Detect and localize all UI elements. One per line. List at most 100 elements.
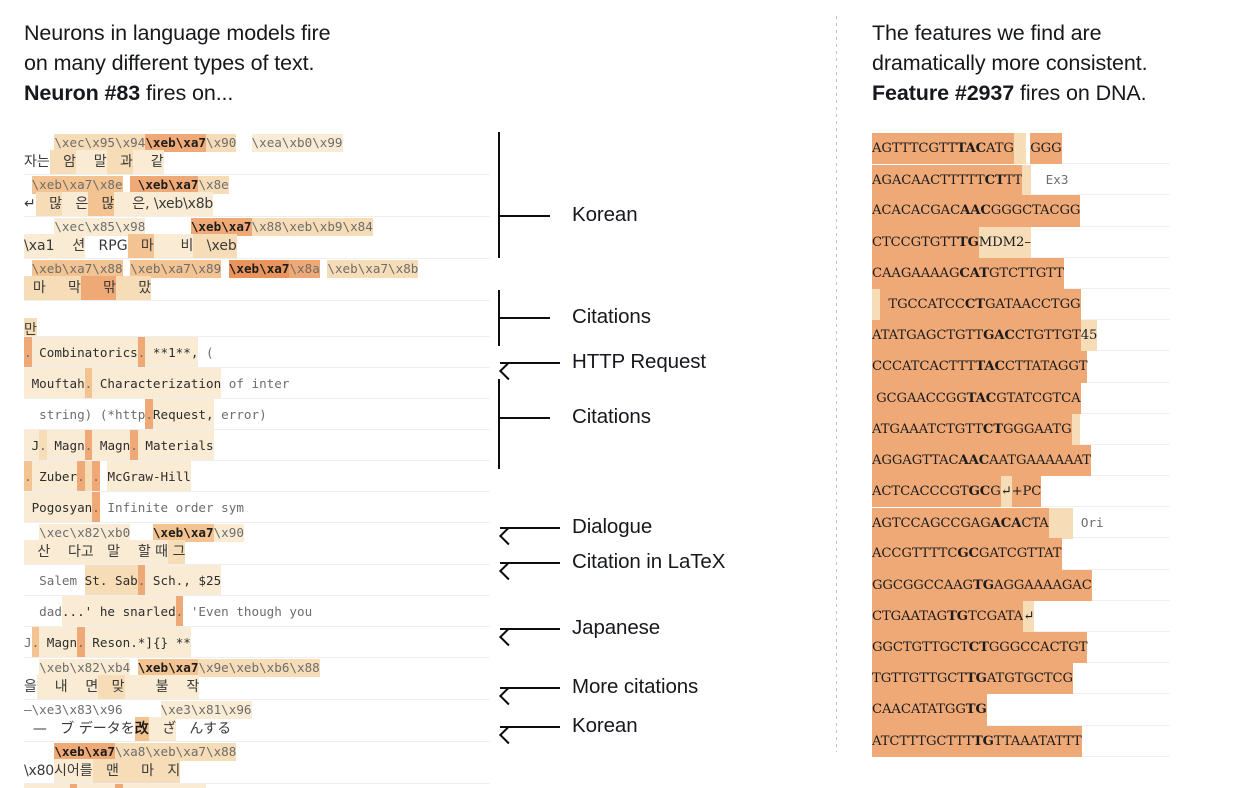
token-span: TGCCATCC (880, 288, 965, 321)
dna-sequence-row: AGTTTCGTTTACATG GGG (872, 133, 1170, 165)
token-span: \xeb\xa7\x8e (31, 176, 123, 194)
token-span: . (115, 784, 123, 788)
token-span: \xeb\xa7\x89 (130, 260, 222, 278)
activation-text-row: \xec\x82\xb0 \xeb\xa7\x90 산 다고 말 할 때 그 (24, 523, 490, 565)
token-span: dad (24, 604, 62, 619)
token-span: \xa1 (24, 234, 55, 258)
activation-text-row: \xeb\xa7\x8e \xeb\xa7\x8e↵ 많 은 많 은, \xeb… (24, 175, 490, 217)
token-span: GATCGTTAT (978, 538, 1062, 570)
token-span: TT (1004, 165, 1022, 197)
token-span: ACACACGAC (872, 195, 960, 227)
token-span (84, 461, 93, 491)
token-span: 말 (76, 150, 107, 174)
token-span: . (39, 430, 47, 460)
token-span: string) (*http (24, 407, 146, 422)
token-span: AGGAAAAGAC (993, 569, 1092, 601)
token-span: GC (957, 538, 979, 570)
token-span: TCGATA (967, 600, 1023, 633)
token-span: \x90 (213, 524, 244, 542)
left-header-line3: Neuron #83 fires on... (24, 78, 494, 108)
right-header-line2: dramatically more consistent. (872, 51, 1148, 75)
token-span: ↵ (1023, 600, 1034, 633)
token-span: Meth (77, 784, 116, 788)
token-span: AAC (958, 444, 989, 477)
glyph-line: 만 (24, 318, 37, 336)
token-span: TAC (966, 382, 996, 414)
token-span (221, 260, 229, 278)
token-span: ざ (148, 717, 177, 741)
token-span: ATATGAGCTGTT (872, 320, 983, 352)
token-span: CT (964, 288, 985, 321)
token-span: \xeb\xa7 (152, 524, 214, 542)
annotation-arrow (500, 562, 560, 565)
token-span: 할 때 (120, 540, 169, 564)
token-span: Request, (152, 399, 214, 429)
token-span: \x88\xeb\xb9\x84 (251, 218, 373, 236)
cjk-line: 만 (24, 301, 490, 336)
annotation-arrow (500, 726, 560, 729)
token-span: TG (972, 725, 994, 757)
cjk-line: \xec\x82\xb0 \xeb\xa7\x90 산 다고 말 할 때 그 (24, 523, 490, 564)
token-span: 같 (132, 150, 164, 174)
token-span: error) (213, 407, 267, 422)
token-span (1022, 165, 1031, 197)
annotation-leader-line (498, 317, 550, 320)
token-span: GTCTTGTT (988, 257, 1064, 289)
token-span: Sch., $25 (145, 565, 222, 595)
token-span: AGACAACTTTTT (872, 165, 985, 197)
dna-sequence-row: ACACACGACAACGGGCTACGG (872, 195, 1170, 227)
token-span: 과 (106, 150, 133, 174)
token-span: ...' he snarled (61, 596, 176, 626)
token-span: \xeb\xa7\x8b (327, 260, 419, 278)
token-span: 막 (45, 276, 81, 300)
token-span: 많 (88, 192, 115, 216)
escape-code-line: \xec\x82\xb0 \xeb\xa7\x90 (24, 524, 244, 542)
escape-code-line: \xeb\xa7\x8e \xeb\xa7\x8e (24, 176, 229, 194)
glyph-line: — ブ データを改 ざ んする (24, 717, 231, 741)
right-header-line1: The features we find are (872, 21, 1102, 45)
token-span: \x80 (24, 763, 55, 779)
annotation-label-http-request: HTTP Request (572, 350, 707, 373)
token-span: \xec\x85\x98 (54, 218, 146, 236)
token-span: んする (176, 721, 232, 737)
left-header-line2: on many different types of text. (24, 51, 315, 75)
dna-sequence-row: TGTTGTTGCTTGATGTGCTCG (872, 663, 1170, 695)
annotation-bracket (498, 379, 500, 469)
token-span: GGCTGTTGCT (872, 632, 969, 664)
token-span: GTATCGTCA (996, 382, 1081, 414)
annotation-label-korean: Korean (572, 714, 638, 737)
glyph-line: 산 다고 말 할 때 그 (24, 540, 186, 564)
token-span: Ori (1073, 515, 1104, 531)
token-span: \xea\xb0\x99 (251, 134, 343, 152)
token-span: TG (947, 600, 968, 633)
token-span: Zuber (31, 461, 78, 491)
activation-text-row: Instr. Meth. A **423**, (24, 784, 490, 788)
glyph-line: ↵ 많 은 많 은, \xeb\x8b (24, 192, 213, 216)
token-span: TG (973, 569, 994, 601)
token-span: AGTTTCGTT (872, 133, 957, 165)
neuron-id: Neuron #83 (24, 81, 141, 105)
token-span: \xeb\xa7 (145, 134, 207, 152)
token-span: \xeb\x8b (149, 192, 213, 216)
token-span: AAC (960, 195, 991, 227)
token-span: CCCATCACTTT (872, 351, 975, 383)
token-span: . (137, 565, 146, 595)
glyph-line: \x80시어를 맨 마 지 (24, 759, 181, 783)
token-span (100, 461, 108, 491)
token-span: Instr (24, 784, 70, 788)
annotation-label-more-citations: More citations (572, 675, 699, 698)
activation-text-row: Pogosyan. Infinite order sym (24, 492, 490, 523)
activation-text-row: \xeb\xa7\xa8\xeb\xa7\x88\x80시어를 맨 마 지 (24, 742, 490, 784)
escape-code-line: \xec\x95\x94\xeb\xa7\x90 \xea\xb0\x99 (24, 134, 343, 152)
token-span: . (77, 627, 85, 657)
token-span: 마 (24, 276, 46, 300)
token-span: 만 (24, 318, 37, 336)
token-span: 은, (114, 192, 150, 216)
dna-sequence-row: AGGAGTTACAACAATGAAAAAAT (872, 444, 1170, 477)
token-span: . (69, 784, 78, 788)
token-span: TAC (956, 133, 986, 165)
token-span: . (92, 492, 100, 522)
glyph-line: \xa1 션 RPG 마 비 \xeb (24, 234, 237, 258)
